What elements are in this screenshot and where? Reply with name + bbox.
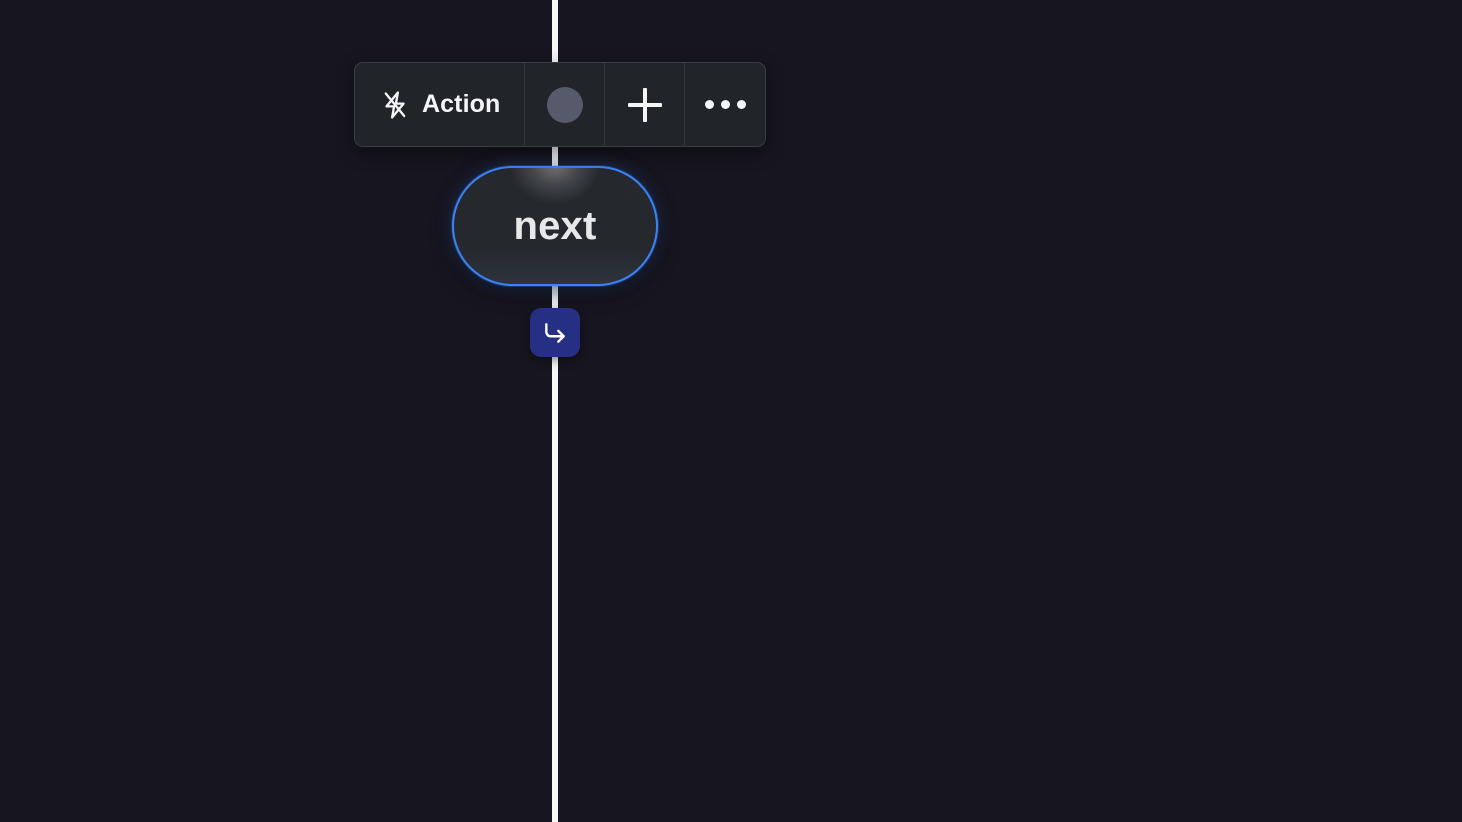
- toolbar-action-button[interactable]: Action: [355, 63, 526, 146]
- toolbar-add-button[interactable]: [605, 63, 686, 146]
- toolbar-state-button[interactable]: [525, 63, 606, 146]
- node-bottom-sheen: [454, 244, 656, 284]
- add-branch-button[interactable]: [530, 308, 580, 357]
- ellipsis-icon: [704, 100, 746, 109]
- flow-node-next[interactable]: next: [452, 166, 658, 286]
- zap-icon: [381, 90, 409, 120]
- corner-down-right-arrow-icon: [542, 320, 568, 346]
- plus-icon: [627, 87, 662, 122]
- flow-edge-vertical[interactable]: [552, 0, 558, 822]
- node-toolbar: Action: [354, 62, 767, 147]
- toolbar-action-label: Action: [422, 90, 501, 118]
- filled-circle-icon: [546, 86, 583, 123]
- toolbar-more-button[interactable]: [685, 63, 766, 146]
- node-connection-handle-glow: [509, 168, 601, 204]
- flow-node-label: next: [513, 204, 597, 248]
